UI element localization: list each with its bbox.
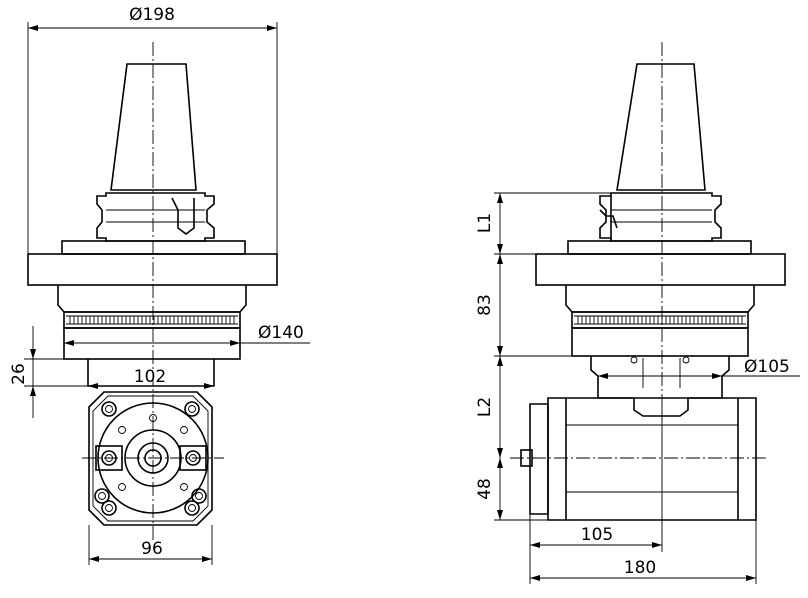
dim-diameter-105: Ø105 — [744, 357, 790, 377]
dim-180: 180 — [624, 558, 656, 578]
side-view — [510, 42, 786, 521]
dim-26: 26 — [9, 363, 29, 385]
tool-collar — [96, 192, 215, 242]
main-flange-side — [535, 253, 786, 286]
knurl-pattern-side — [574, 315, 746, 325]
dim-96: 96 — [141, 539, 163, 559]
tool-collar-side — [599, 192, 722, 242]
bracket-neck — [590, 356, 730, 417]
upper-plate — [61, 240, 246, 255]
dim-48: 48 — [475, 478, 495, 500]
taper-shank-side — [616, 63, 706, 191]
gear-housing — [88, 391, 213, 526]
dim-102: 102 — [134, 367, 166, 387]
side-view-dimensions: L1 83 Ø105 L2 48 105 180 — [475, 192, 800, 584]
front-view — [27, 42, 278, 540]
knurl-pattern — [66, 315, 238, 325]
dim-diameter-140: Ø140 — [258, 323, 304, 343]
corner-bolts — [94, 401, 207, 516]
main-flange — [27, 253, 278, 286]
dim-83: 83 — [475, 294, 495, 316]
dim-105: 105 — [581, 525, 613, 545]
taper-shank — [110, 63, 197, 191]
dim-l1: L1 — [475, 213, 495, 233]
front-view-dimensions: Ø198 Ø140 26 102 96 — [9, 5, 310, 565]
flange-holes — [118, 414, 188, 491]
dim-l2: L2 — [475, 397, 495, 417]
dim-diameter-198: Ø198 — [129, 5, 175, 25]
